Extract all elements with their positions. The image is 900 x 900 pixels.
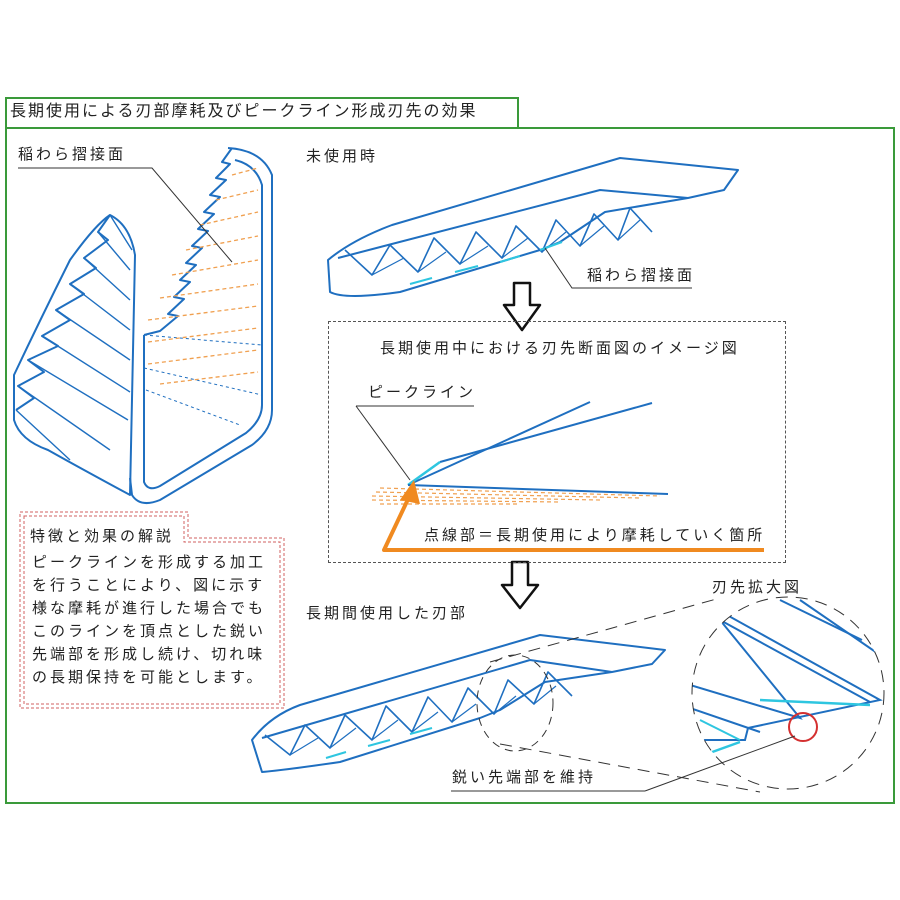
down-arrow-bottom-shape bbox=[500, 560, 540, 610]
cross-section-frame bbox=[328, 321, 786, 563]
sharp-tip-leader-diagonal bbox=[644, 735, 796, 792]
label-long-term-used: 長期間使用した刃部 bbox=[306, 604, 469, 622]
used-blade bbox=[251, 634, 666, 773]
label-rice-straw-surface-right: 稲わら摺接面 bbox=[587, 266, 696, 284]
left-v-blade bbox=[13, 147, 273, 505]
label-tip-enlarged: 刃先拡大図 bbox=[712, 578, 803, 596]
explanation-line: 様な摩耗が進行した場合でも bbox=[32, 599, 267, 617]
label-sharp-tip-maintained: 鋭い先端部を維持 bbox=[452, 768, 597, 786]
label-unused: 未使用時 bbox=[306, 147, 379, 165]
enlarged-tip-circle bbox=[691, 596, 885, 790]
explanation-line: の長期保持を可能とします。 bbox=[32, 668, 265, 686]
label-dotted-part-note: 点線部＝長期使用により摩耗していく箇所 bbox=[424, 526, 766, 544]
unused-blade bbox=[327, 157, 739, 297]
cross-section-drawing bbox=[355, 401, 764, 552]
enlarged-tip-drawing bbox=[692, 599, 883, 762]
explanation-heading: 特徴と効果の解説 bbox=[30, 527, 175, 545]
sharp-tip-red-circle bbox=[788, 712, 818, 742]
explanation-line: ピークラインを形成する加工 bbox=[32, 553, 267, 571]
title-frame bbox=[5, 97, 519, 129]
down-arrow-top-shape bbox=[502, 281, 542, 332]
right-label-leader bbox=[544, 247, 692, 289]
unused-blade-cyan-edge bbox=[409, 241, 563, 285]
explanation-frame bbox=[19, 511, 285, 709]
cross-section-title: 長期使用中における刃先断面図のイメージ図 bbox=[380, 339, 740, 357]
magnify-line-bottom bbox=[499, 743, 761, 793]
diagram-title: 長期使用による刃部摩耗及びピークライン形成刃先の効果 bbox=[10, 101, 478, 120]
explanation-line: このラインを頂点とした鋭い bbox=[32, 622, 267, 640]
label-peak-line: ピークライン bbox=[368, 383, 477, 401]
left-label-leader bbox=[18, 167, 233, 263]
label-rice-straw-surface-left: 稲わら摺接面 bbox=[18, 145, 127, 163]
left-blade-wear-hatching bbox=[147, 167, 259, 385]
explanation-line: を行うことにより、図に示す bbox=[32, 576, 266, 594]
explanation-line: 先端部を形成し続け、切れ味 bbox=[32, 645, 266, 663]
used-blade-cyan-edge bbox=[325, 727, 433, 759]
